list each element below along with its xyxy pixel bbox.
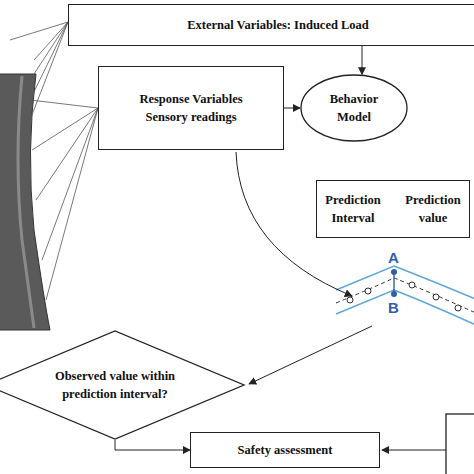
text-group: Safety assessment (238, 441, 333, 459)
node-text: Prediction Interval (322, 191, 384, 227)
input-box: External Variables: Induced Load (68, 4, 474, 46)
point-label: A (388, 250, 399, 265)
prediction-chart (336, 266, 474, 326)
flow-connector (115, 440, 190, 450)
ellipse-outline (300, 74, 408, 142)
model-ellipse: Behavior Model (300, 74, 408, 142)
cut-box (446, 414, 474, 474)
flow-arrow (382, 450, 446, 451)
flow-arrow (249, 326, 372, 384)
diamond-outline (0, 330, 245, 440)
point-label: B (388, 300, 399, 315)
text-group: External Variables: Induced Load (187, 16, 369, 34)
sensor-lines (10, 22, 98, 300)
tower-shade (18, 76, 34, 328)
node-text: Sensory readings (139, 108, 242, 126)
process-box: Response VariablesSensory readings (98, 66, 284, 150)
tower-figure (0, 74, 50, 330)
node-text: Prediction value (402, 191, 464, 227)
flow-connector (362, 46, 363, 74)
text-group: Response VariablesSensory readings (139, 90, 242, 126)
text-group: Observed value within prediction interva… (35, 367, 195, 403)
decision-diamond: Observed value within prediction interva… (0, 330, 245, 440)
node-text: Observed value within prediction interva… (35, 367, 195, 403)
node-text: Response Variables (139, 90, 242, 108)
text-group: Prediction Interval Prediction value (322, 191, 464, 227)
process-box: Safety assessment (190, 432, 380, 468)
node-text: Safety assessment (238, 441, 333, 459)
flow-connector (284, 108, 300, 109)
node-text: Behavior Model (314, 90, 394, 126)
text-group: Behavior Model (314, 90, 394, 126)
output-box: Prediction Interval Prediction value (316, 180, 470, 238)
node-text: External Variables: Induced Load (187, 16, 369, 34)
